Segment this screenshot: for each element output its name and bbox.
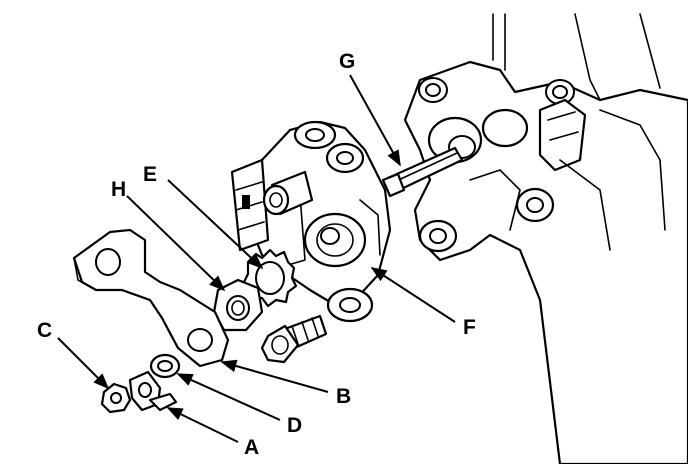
callout-d: D — [287, 414, 302, 437]
control-lever — [72, 228, 230, 368]
leader-b — [220, 359, 329, 393]
leader-e — [167, 179, 264, 270]
lock-clip — [128, 370, 178, 412]
transmission-housing — [403, 13, 688, 464]
upper-bolt — [262, 170, 314, 216]
leader-f — [370, 267, 456, 323]
callout-e: E — [143, 163, 157, 186]
leader-lines — [57, 74, 456, 443]
lower-bolt — [260, 314, 328, 364]
leader-h — [126, 195, 226, 292]
leader-d — [176, 373, 281, 421]
flange-nut — [100, 382, 132, 414]
callout-a: A — [244, 436, 259, 459]
small-washer — [149, 353, 181, 379]
callout-c: C — [37, 319, 52, 342]
callout-b: B — [336, 385, 351, 408]
callout-g: G — [339, 50, 355, 73]
leader-c — [57, 337, 110, 390]
leader-g — [349, 74, 401, 167]
hex-nut — [212, 278, 264, 332]
callout-h: H — [111, 178, 126, 201]
callout-f: F — [463, 316, 476, 339]
leader-a — [166, 407, 239, 443]
shift-shaft — [381, 146, 464, 198]
